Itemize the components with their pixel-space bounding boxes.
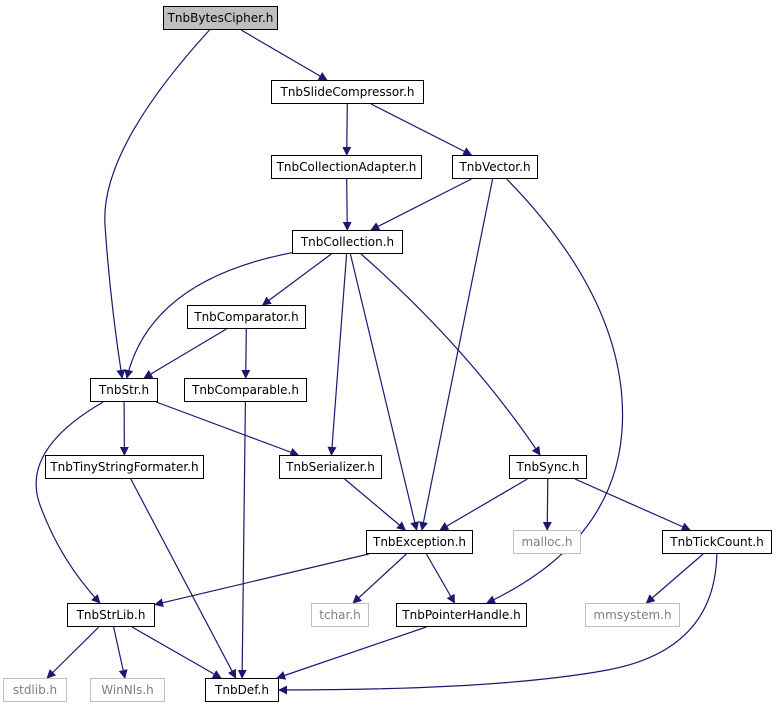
edge-TnbSlideCompressor-to-TnbCollectionAdapter <box>342 103 352 156</box>
node-TnbPointerHandle[interactable]: TnbPointerHandle.h <box>396 603 527 627</box>
node-TnbBytesCipher[interactable]: TnbBytesCipher.h <box>163 6 278 30</box>
edge-TnbException-to-TnbStrLib <box>154 553 369 608</box>
edge-TnbCollection-to-TnbStr <box>124 252 293 379</box>
node-tchar: tchar.h <box>311 603 369 627</box>
edge-TnbSync-to-malloc <box>542 478 552 531</box>
edge-TnbCollection-to-TnbException <box>349 253 420 531</box>
edge-TnbBytesCipher-to-TnbSlideCompressor <box>240 29 328 81</box>
node-TnbCollectionAdapter[interactable]: TnbCollectionAdapter.h <box>271 155 422 179</box>
edge-TnbComparator-to-TnbStr <box>143 328 227 379</box>
edge-TnbTickCount-to-TnbDef <box>278 553 718 695</box>
edge-TnbStr-to-TnbStrLib <box>35 401 104 604</box>
node-TnbException[interactable]: TnbException.h <box>366 530 473 554</box>
edge-TnbSerializer-to-TnbException <box>344 478 406 531</box>
edge-TnbPointerHandle-to-TnbDef <box>276 626 427 680</box>
edge-TnbStrLib-to-TnbDef <box>131 626 222 679</box>
node-TnbTickCount[interactable]: TnbTickCount.h <box>662 530 772 554</box>
edge-TnbComparable-to-TnbDef <box>237 401 247 679</box>
edge-TnbTinyStringFormater-to-TnbDef <box>130 478 237 679</box>
node-WinNls: WinNls.h <box>90 678 165 702</box>
edge-TnbSync-to-TnbTickCount <box>574 478 691 531</box>
edge-TnbSlideCompressor-to-TnbVector <box>370 103 473 156</box>
edge-TnbTickCount-to-mmsystem <box>645 553 704 604</box>
node-TnbSync[interactable]: TnbSync.h <box>509 455 587 479</box>
edge-TnbException-to-tchar <box>352 553 407 604</box>
edge-TnbStrLib-to-stdlib <box>46 626 100 679</box>
node-stdlib: stdlib.h <box>3 678 67 702</box>
edge-TnbSync-to-TnbException <box>439 478 528 531</box>
edge-TnbCollection-to-TnbSerializer <box>327 253 348 456</box>
node-TnbComparator[interactable]: TnbComparator.h <box>187 305 306 329</box>
node-mmsystem: mmsystem.h <box>585 603 680 627</box>
edge-TnbVector-to-TnbException <box>419 178 494 531</box>
edge-TnbBytesCipher-to-TnbStr <box>104 29 210 379</box>
edge-TnbVector-to-TnbCollection <box>370 178 472 231</box>
node-TnbStr[interactable]: TnbStr.h <box>90 378 158 402</box>
edge-TnbStr-to-TnbSerializer <box>155 401 300 457</box>
edge-TnbVector-to-TnbPointerHandle <box>486 178 624 604</box>
edge-TnbStrLib-to-WinNls <box>113 626 128 679</box>
node-TnbSerializer[interactable]: TnbSerializer.h <box>279 455 382 479</box>
edge-TnbCollection-to-TnbSync <box>360 253 541 456</box>
node-TnbComparable[interactable]: TnbComparable.h <box>184 378 307 402</box>
node-TnbDef[interactable]: TnbDef.h <box>205 678 279 702</box>
edge-TnbException-to-TnbPointerHandle <box>425 553 456 604</box>
node-TnbTinyStringFormater[interactable]: TnbTinyStringFormater.h <box>45 455 204 479</box>
node-TnbVector[interactable]: TnbVector.h <box>452 155 538 179</box>
edge-TnbCollection-to-TnbComparator <box>261 253 332 306</box>
edge-TnbComparator-to-TnbComparable <box>241 328 251 379</box>
node-malloc: malloc.h <box>513 530 581 554</box>
edge-TnbCollectionAdapter-to-TnbCollection <box>342 178 352 231</box>
node-TnbCollection[interactable]: TnbCollection.h <box>292 230 403 254</box>
node-TnbSlideCompressor[interactable]: TnbSlideCompressor.h <box>271 80 424 104</box>
node-TnbStrLib[interactable]: TnbStrLib.h <box>67 603 155 627</box>
